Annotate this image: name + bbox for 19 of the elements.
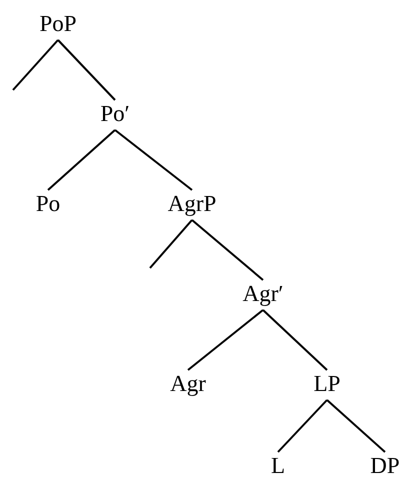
tree-branch (149, 219, 193, 269)
tree-node-label: Agr′ (242, 280, 284, 308)
tree-branch (12, 39, 59, 91)
tree-branch (277, 399, 328, 453)
tree-node-label: Po′ (100, 100, 130, 128)
tree-node-label: L (270, 452, 286, 480)
tree-branch (114, 129, 193, 191)
tree-branch (191, 219, 264, 281)
tree-node-label: PoP (39, 10, 77, 38)
tree-node-label: LP (314, 370, 340, 398)
tree-node-label: AgrP (168, 190, 216, 218)
tree-branch (326, 399, 386, 453)
tree-branch (187, 309, 264, 371)
tree-branch (262, 309, 328, 371)
tree-node-label: Agr (170, 370, 206, 398)
tree-branch (47, 129, 116, 191)
tree-node-label: Po (36, 190, 60, 218)
tree-branch (57, 39, 116, 101)
tree-node-label: DP (370, 452, 400, 480)
